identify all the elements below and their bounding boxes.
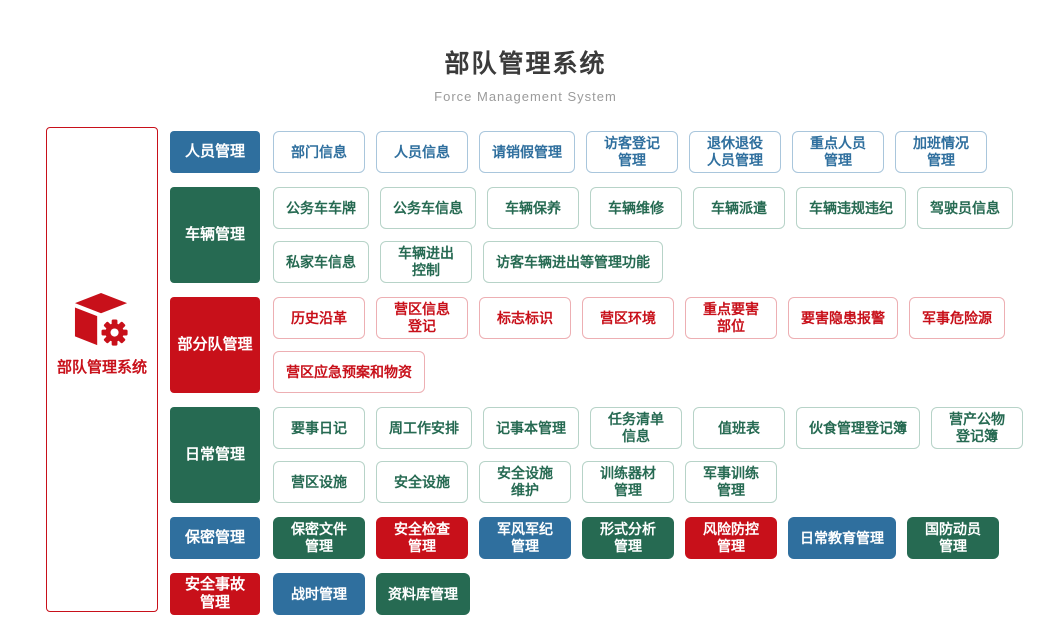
node-vehicle-1-7[interactable]: 驾驶员信息 xyxy=(917,187,1013,229)
node-daily-2-5[interactable]: 军事训练 管理 xyxy=(685,461,777,503)
category-subunit[interactable]: 部分队管理 xyxy=(170,297,260,393)
row-vehicle: 车辆管理公务车车牌公务车信息车辆保养车辆维修车辆派遣车辆违规违纪驾驶员信息私家车… xyxy=(170,187,1023,283)
node-subunit-1-1[interactable]: 历史沿革 xyxy=(273,297,365,339)
node-daily-2-4[interactable]: 训练器材 管理 xyxy=(582,461,674,503)
node-vehicle-1-1[interactable]: 公务车车牌 xyxy=(273,187,369,229)
row-subunit-line-2: 营区应急预案和物资 xyxy=(273,351,1005,393)
row-secrecy-line-1: 保密文件 管理安全检查 管理军风军纪 管理形式分析 管理风险防控 管理日常教育管… xyxy=(273,517,999,559)
cube-gear-icon xyxy=(74,292,130,348)
root-node[interactable]: 部队管理系统 xyxy=(46,127,158,612)
row-vehicle-line-2: 私家车信息车辆进出 控制访客车辆进出等管理功能 xyxy=(273,241,1013,283)
page-subtitle: Force Management System xyxy=(434,89,617,104)
node-daily-1-5[interactable]: 值班表 xyxy=(693,407,785,449)
category-incident[interactable]: 安全事故 管理 xyxy=(170,573,260,615)
row-daily: 日常管理要事日记周工作安排记事本管理任务清单 信息值班表伙食管理登记簿营产公物 … xyxy=(170,407,1023,503)
node-subunit-1-3[interactable]: 标志标识 xyxy=(479,297,571,339)
node-personnel-1-3[interactable]: 请销假管理 xyxy=(479,131,575,173)
node-incident-1-1[interactable]: 战时管理 xyxy=(273,573,365,615)
diagram-rows: 人员管理部门信息人员信息请销假管理访客登记 管理退休退役 人员管理重点人员 管理… xyxy=(170,131,1023,615)
node-daily-1-6[interactable]: 伙食管理登记簿 xyxy=(796,407,920,449)
node-daily-1-1[interactable]: 要事日记 xyxy=(273,407,365,449)
row-vehicle-items: 公务车车牌公务车信息车辆保养车辆维修车辆派遣车辆违规违纪驾驶员信息私家车信息车辆… xyxy=(273,187,1013,283)
row-personnel-line-1: 部门信息人员信息请销假管理访客登记 管理退休退役 人员管理重点人员 管理加班情况… xyxy=(273,131,987,173)
node-secrecy-1-4[interactable]: 形式分析 管理 xyxy=(582,517,674,559)
category-secrecy[interactable]: 保密管理 xyxy=(170,517,260,559)
node-subunit-1-7[interactable]: 军事危险源 xyxy=(909,297,1005,339)
node-secrecy-1-5[interactable]: 风险防控 管理 xyxy=(685,517,777,559)
node-secrecy-1-1[interactable]: 保密文件 管理 xyxy=(273,517,365,559)
node-subunit-1-6[interactable]: 要害隐患报警 xyxy=(788,297,898,339)
node-secrecy-1-6[interactable]: 日常教育管理 xyxy=(788,517,896,559)
node-subunit-1-2[interactable]: 营区信息 登记 xyxy=(376,297,468,339)
row-daily-line-2: 营区设施安全设施安全设施 维护训练器材 管理军事训练 管理 xyxy=(273,461,1023,503)
node-daily-1-2[interactable]: 周工作安排 xyxy=(376,407,472,449)
row-secrecy-items: 保密文件 管理安全检查 管理军风军纪 管理形式分析 管理风险防控 管理日常教育管… xyxy=(273,517,999,559)
node-personnel-1-1[interactable]: 部门信息 xyxy=(273,131,365,173)
row-subunit: 部分队管理历史沿革营区信息 登记标志标识营区环境重点要害 部位要害隐患报警军事危… xyxy=(170,297,1023,393)
node-personnel-1-5[interactable]: 退休退役 人员管理 xyxy=(689,131,781,173)
node-vehicle-1-5[interactable]: 车辆派遣 xyxy=(693,187,785,229)
node-vehicle-1-6[interactable]: 车辆违规违纪 xyxy=(796,187,906,229)
row-personnel: 人员管理部门信息人员信息请销假管理访客登记 管理退休退役 人员管理重点人员 管理… xyxy=(170,131,1023,173)
row-vehicle-line-1: 公务车车牌公务车信息车辆保养车辆维修车辆派遣车辆违规违纪驾驶员信息 xyxy=(273,187,1013,229)
node-subunit-2-1[interactable]: 营区应急预案和物资 xyxy=(273,351,425,393)
node-subunit-1-4[interactable]: 营区环境 xyxy=(582,297,674,339)
row-subunit-items: 历史沿革营区信息 登记标志标识营区环境重点要害 部位要害隐患报警军事危险源营区应… xyxy=(273,297,1005,393)
row-daily-line-1: 要事日记周工作安排记事本管理任务清单 信息值班表伙食管理登记簿营产公物 登记簿 xyxy=(273,407,1023,449)
node-incident-1-2[interactable]: 资料库管理 xyxy=(376,573,470,615)
page-header: 部队管理系统 Force Management System xyxy=(0,44,1051,104)
category-personnel[interactable]: 人员管理 xyxy=(170,131,260,173)
node-personnel-1-4[interactable]: 访客登记 管理 xyxy=(586,131,678,173)
row-personnel-items: 部门信息人员信息请销假管理访客登记 管理退休退役 人员管理重点人员 管理加班情况… xyxy=(273,131,987,173)
page-title: 部队管理系统 xyxy=(444,50,607,78)
node-daily-2-2[interactable]: 安全设施 xyxy=(376,461,468,503)
node-secrecy-1-3[interactable]: 军风军纪 管理 xyxy=(479,517,571,559)
node-secrecy-1-7[interactable]: 国防动员 管理 xyxy=(907,517,999,559)
node-vehicle-1-2[interactable]: 公务车信息 xyxy=(380,187,476,229)
node-vehicle-2-2[interactable]: 车辆进出 控制 xyxy=(380,241,472,283)
node-secrecy-1-2[interactable]: 安全检查 管理 xyxy=(376,517,468,559)
row-subunit-line-1: 历史沿革营区信息 登记标志标识营区环境重点要害 部位要害隐患报警军事危险源 xyxy=(273,297,1005,339)
row-daily-items: 要事日记周工作安排记事本管理任务清单 信息值班表伙食管理登记簿营产公物 登记簿营… xyxy=(273,407,1023,503)
category-vehicle[interactable]: 车辆管理 xyxy=(170,187,260,283)
node-vehicle-1-4[interactable]: 车辆维修 xyxy=(590,187,682,229)
node-daily-2-1[interactable]: 营区设施 xyxy=(273,461,365,503)
node-personnel-1-2[interactable]: 人员信息 xyxy=(376,131,468,173)
node-vehicle-1-3[interactable]: 车辆保养 xyxy=(487,187,579,229)
row-secrecy: 保密管理保密文件 管理安全检查 管理军风军纪 管理形式分析 管理风险防控 管理日… xyxy=(170,517,1023,559)
row-incident-line-1: 战时管理资料库管理 xyxy=(273,573,470,615)
node-daily-1-7[interactable]: 营产公物 登记簿 xyxy=(931,407,1023,449)
node-daily-1-4[interactable]: 任务清单 信息 xyxy=(590,407,682,449)
root-label: 部队管理系统 xyxy=(56,359,147,376)
row-incident-items: 战时管理资料库管理 xyxy=(273,573,470,615)
node-daily-2-3[interactable]: 安全设施 维护 xyxy=(479,461,571,503)
node-daily-1-3[interactable]: 记事本管理 xyxy=(483,407,579,449)
category-daily[interactable]: 日常管理 xyxy=(170,407,260,503)
node-subunit-1-5[interactable]: 重点要害 部位 xyxy=(685,297,777,339)
node-personnel-1-6[interactable]: 重点人员 管理 xyxy=(792,131,884,173)
node-personnel-1-7[interactable]: 加班情况 管理 xyxy=(895,131,987,173)
node-vehicle-2-3[interactable]: 访客车辆进出等管理功能 xyxy=(483,241,663,283)
node-vehicle-2-1[interactable]: 私家车信息 xyxy=(273,241,369,283)
row-incident: 安全事故 管理战时管理资料库管理 xyxy=(170,573,1023,615)
